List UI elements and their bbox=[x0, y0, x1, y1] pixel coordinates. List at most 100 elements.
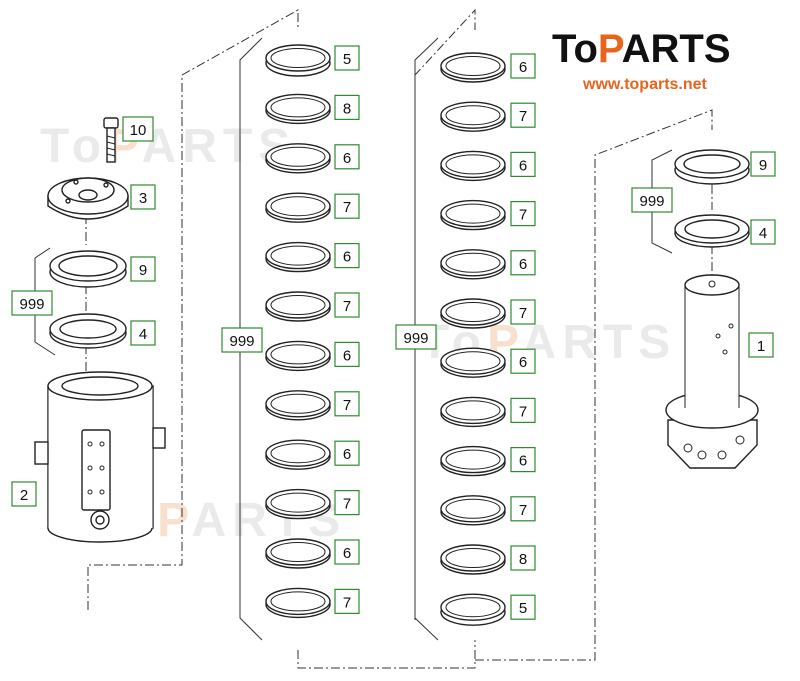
stack2-ring bbox=[440, 593, 506, 626]
stack1-callout-label: 7 bbox=[343, 496, 351, 513]
brand-url: www.toparts.net bbox=[582, 76, 708, 93]
svg-text:9: 9 bbox=[139, 262, 147, 279]
stack2-ring bbox=[440, 249, 506, 280]
stack2-callout-label: 6 bbox=[519, 354, 527, 371]
stack1-callout: 7 bbox=[334, 490, 360, 516]
stack1-ring bbox=[265, 291, 331, 322]
svg-text:999: 999 bbox=[19, 296, 44, 313]
svg-text:2: 2 bbox=[20, 487, 28, 504]
stack2-ring bbox=[440, 445, 506, 477]
stack2-callout: 6 bbox=[510, 53, 536, 79]
callout-left-cap: 3 bbox=[130, 184, 156, 210]
seal-ring-right-9 bbox=[674, 149, 750, 185]
stack2-callout-label: 7 bbox=[519, 207, 527, 224]
stack2-callout: 6 bbox=[510, 250, 536, 276]
stack1-callout: 6 bbox=[334, 341, 360, 367]
stack2-callout: 7 bbox=[510, 496, 536, 522]
stack2-ring bbox=[440, 396, 506, 428]
stack1-ring bbox=[265, 44, 331, 77]
stack1-callouts: 5 8 6 7 6 7 6 7 6 7 6 7 bbox=[334, 45, 360, 615]
stack1-callout-label: 7 bbox=[343, 397, 351, 414]
stack1-ring bbox=[265, 340, 331, 372]
svg-text:10: 10 bbox=[130, 122, 147, 139]
stack1-callout-label: 7 bbox=[343, 199, 351, 216]
stack1-ring bbox=[265, 192, 331, 223]
stack2-callout-label: 7 bbox=[519, 502, 527, 519]
callout-right-group: 999 bbox=[631, 187, 673, 213]
stack2-callout-label: 8 bbox=[519, 551, 527, 568]
stack1-callout-label: 7 bbox=[343, 298, 351, 315]
stack1-callout: 8 bbox=[334, 94, 360, 121]
stack2-callout-label: 6 bbox=[519, 453, 527, 470]
stack2-ring bbox=[440, 298, 506, 329]
stack2-callout-label: 7 bbox=[519, 403, 527, 420]
svg-text:ToPARTS: ToPARTS bbox=[552, 27, 731, 71]
stack2-callout: 6 bbox=[510, 447, 536, 473]
callout-stack1-group: 999 bbox=[221, 327, 263, 353]
svg-text:999: 999 bbox=[229, 333, 254, 350]
seal-ring-right-4 bbox=[674, 214, 750, 248]
stack2-callout: 7 bbox=[510, 299, 536, 325]
stack2-callout: 8 bbox=[510, 545, 536, 571]
stack1-callout-label: 6 bbox=[343, 545, 351, 562]
stack1-ring bbox=[265, 241, 331, 273]
stack2-callout: 7 bbox=[510, 102, 536, 128]
stack1-callout-label: 6 bbox=[343, 347, 351, 364]
svg-text:4: 4 bbox=[139, 326, 147, 343]
stack1-callout: 7 bbox=[334, 588, 360, 615]
stack2-callout: 5 bbox=[510, 594, 536, 620]
stack2-callout-label: 5 bbox=[519, 600, 527, 617]
stack2-callout-label: 6 bbox=[519, 256, 527, 273]
stack1-callout: 6 bbox=[334, 243, 360, 269]
stack1-callout: 7 bbox=[334, 193, 360, 219]
stack1-callout-label: 6 bbox=[343, 446, 351, 463]
stack2-callout: 6 bbox=[510, 348, 536, 374]
stack1-callout-label: 8 bbox=[343, 100, 351, 117]
stack2-callout: 7 bbox=[510, 397, 536, 423]
callout-left-housing: 2 bbox=[11, 481, 37, 507]
cylinder-housing bbox=[34, 371, 166, 543]
ring-stack-1 bbox=[265, 44, 331, 619]
stack2-ring bbox=[440, 199, 506, 231]
stack2-ring bbox=[440, 52, 506, 83]
watermark-top-left: ToPARTS bbox=[40, 120, 290, 173]
stack1-callout: 6 bbox=[334, 144, 360, 170]
callout-left-seal-bottom: 4 bbox=[130, 320, 156, 346]
stack2-callout: 6 bbox=[510, 151, 536, 177]
stack1-ring bbox=[265, 587, 331, 619]
stack1-callout: 7 bbox=[334, 292, 360, 318]
stack2-callouts: 6 7 6 7 6 7 6 7 6 7 8 5 bbox=[510, 53, 536, 620]
stack2-callout-label: 6 bbox=[519, 59, 527, 76]
callout-stack2-group: 999 bbox=[395, 324, 437, 350]
ring-stack-2 bbox=[440, 52, 506, 626]
svg-text:3: 3 bbox=[139, 190, 147, 207]
stack1-ring bbox=[265, 538, 331, 569]
stack2-callout: 7 bbox=[510, 201, 536, 227]
svg-text:999: 999 bbox=[639, 193, 664, 210]
stack2-ring bbox=[440, 150, 506, 182]
stack2-ring bbox=[440, 101, 506, 132]
stack2-callout-label: 6 bbox=[519, 157, 527, 174]
stack1-callout: 7 bbox=[334, 391, 360, 417]
seal-ring-left-9 bbox=[49, 250, 127, 288]
stack2-callout-label: 7 bbox=[519, 108, 527, 125]
stack1-callout: 6 bbox=[334, 440, 360, 466]
callout-left-group: 999 bbox=[11, 290, 53, 316]
seal-ring-left-4 bbox=[49, 313, 127, 349]
stack2-ring bbox=[440, 544, 506, 575]
svg-text:4: 4 bbox=[759, 225, 767, 242]
callout-left-bolt: 10 bbox=[122, 116, 154, 142]
svg-text:1: 1 bbox=[757, 338, 765, 355]
stack1-callout-label: 6 bbox=[343, 249, 351, 266]
stack2-ring bbox=[440, 495, 506, 526]
svg-text:9: 9 bbox=[759, 157, 767, 174]
swivel-shaft bbox=[665, 274, 759, 469]
stack1-callout: 5 bbox=[334, 45, 360, 71]
stack1-ring bbox=[265, 488, 331, 520]
socket-bolt bbox=[103, 117, 119, 163]
brand-logo: ToPARTS bbox=[552, 27, 731, 71]
stack1-ring bbox=[265, 143, 331, 174]
svg-text:999: 999 bbox=[403, 330, 428, 347]
stack1-callout-label: 6 bbox=[343, 150, 351, 167]
stack1-callout-label: 7 bbox=[343, 594, 351, 611]
